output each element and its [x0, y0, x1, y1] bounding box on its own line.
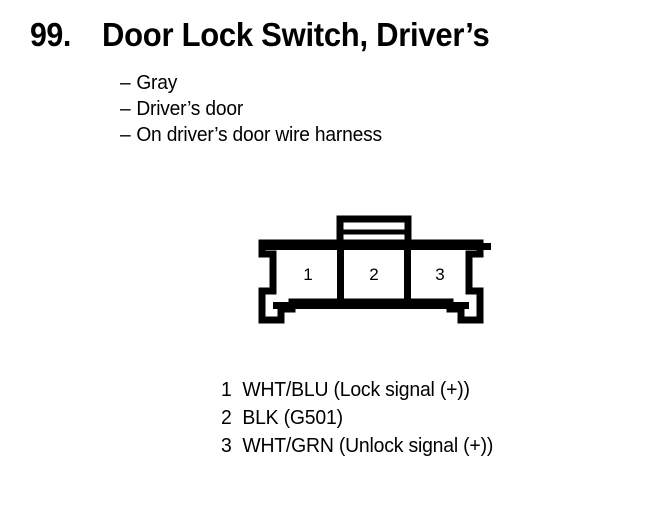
- list-item-label: On driver’s door wire harness: [136, 124, 382, 146]
- legend-pin-number: 1: [221, 379, 232, 401]
- legend-row: 2 BLK (G501): [221, 404, 628, 432]
- list-item-label: Driver’s door: [136, 98, 244, 120]
- connector-diagram: 1 2 3: [255, 208, 495, 326]
- dash-bullet-icon: –: [120, 124, 131, 146]
- legend-pin-description: BLK (G501): [242, 407, 343, 429]
- legend-pin-number: 2: [221, 407, 232, 429]
- page-header: 99. Door Lock Switch, Driver’s: [30, 16, 642, 54]
- legend-pin-number: 3: [221, 435, 232, 457]
- cavity-number-1: 1: [303, 265, 312, 284]
- dash-bullet-icon: –: [120, 72, 131, 94]
- page-title: Door Lock Switch, Driver’s: [102, 16, 490, 53]
- legend-pin-description: WHT/GRN (Unlock signal (+)): [242, 435, 494, 457]
- legend-row: 3 WHT/GRN (Unlock signal (+)): [221, 432, 628, 460]
- list-item: – Gray: [120, 70, 600, 96]
- entry-number: 99.: [30, 16, 71, 53]
- dash-bullet-icon: –: [120, 98, 131, 120]
- list-item-label: Gray: [136, 72, 178, 94]
- legend-pin-description: WHT/BLU (Lock signal (+)): [242, 379, 470, 401]
- pin-legend: 1 WHT/BLU (Lock signal (+)) 2 BLK (G501)…: [221, 376, 641, 460]
- list-item: – Driver’s door: [120, 96, 600, 122]
- cavity-number-2: 2: [369, 265, 378, 284]
- list-item: – On driver’s door wire harness: [120, 122, 600, 148]
- cavity-number-3: 3: [435, 265, 444, 284]
- legend-row: 1 WHT/BLU (Lock signal (+)): [221, 376, 628, 404]
- attribute-list: – Gray – Driver’s door – On driver’s doo…: [120, 70, 620, 148]
